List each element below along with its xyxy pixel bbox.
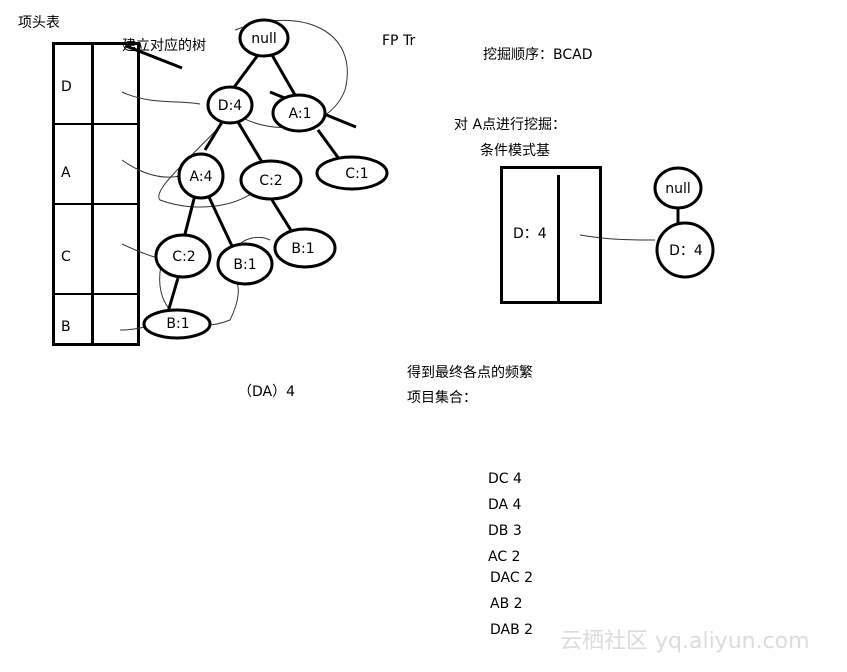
root-node-label: null bbox=[251, 31, 277, 47]
node-c2-left-label: C:2 bbox=[172, 249, 195, 265]
itemset-item: DA 4 bbox=[488, 497, 522, 513]
mine-a-note: 对 A点进行挖掘： bbox=[454, 117, 567, 133]
header-item-a: A bbox=[61, 165, 71, 181]
itemset-item: DB 3 bbox=[488, 523, 522, 539]
link-curve bbox=[158, 109, 266, 208]
node-labels: null D:4 A:1 A:4 C:2 C:1 C:2 B:1 B:1 B:1… bbox=[166, 31, 703, 332]
itemset-item: DC 4 bbox=[488, 471, 522, 487]
strike-line bbox=[125, 44, 183, 70]
cond-tree-node-label: D：4 bbox=[669, 243, 703, 259]
link-curve bbox=[229, 19, 348, 128]
fp-tree-title: FP Tr bbox=[382, 33, 416, 49]
header-item-c: C bbox=[61, 249, 71, 265]
node-d4 bbox=[206, 85, 254, 125]
node-a1 bbox=[271, 93, 327, 133]
itemset-item: AC 2 bbox=[488, 549, 521, 565]
node-b1-bottom-label: B:1 bbox=[166, 316, 189, 332]
node-c2-right bbox=[239, 159, 303, 201]
header-table-row-line bbox=[55, 203, 137, 205]
cond-base-title: 条件模式基 bbox=[480, 143, 550, 159]
header-table: D A C B bbox=[52, 42, 140, 346]
node-c2-right-label: C:2 bbox=[259, 173, 282, 189]
node-b1-right-label: B:1 bbox=[291, 241, 314, 257]
node-b1-bottom bbox=[142, 308, 212, 340]
node-d4-label: D:4 bbox=[218, 98, 242, 114]
header-table-divider bbox=[91, 45, 94, 343]
itemset-item: DAB 2 bbox=[490, 622, 534, 638]
header-table-title: 项头表 bbox=[18, 15, 60, 31]
itemset-item: AB 2 bbox=[490, 596, 523, 612]
da-result: （DA）4 bbox=[238, 384, 296, 400]
cond-tree-node bbox=[655, 221, 715, 279]
node-b1-right bbox=[273, 227, 337, 269]
edge bbox=[206, 194, 234, 247]
arrow-a bbox=[121, 159, 181, 178]
edge bbox=[166, 277, 180, 313]
cond-tree-root bbox=[653, 166, 703, 210]
final-line-1: 得到最终各点的频繁 bbox=[407, 365, 533, 381]
cond-base-box: D：4 bbox=[500, 166, 602, 304]
edge bbox=[270, 54, 297, 96]
build-tree-note: 建立对应的树 bbox=[122, 38, 206, 54]
arrow-cond bbox=[579, 234, 656, 241]
header-item-b: B bbox=[61, 319, 71, 335]
itemset-item: DAC 2 bbox=[490, 570, 533, 586]
cond-tree-root-label: null bbox=[665, 181, 691, 197]
edge bbox=[183, 194, 197, 235]
final-line-2: 项目集合： bbox=[407, 390, 477, 406]
edge bbox=[203, 121, 224, 151]
edge bbox=[270, 199, 294, 233]
header-table-row-line bbox=[55, 123, 137, 125]
watermark: 云栖社区 yq.aliyun.com bbox=[560, 629, 810, 654]
node-c2-left bbox=[154, 233, 212, 279]
cond-base-value: D：4 bbox=[513, 226, 547, 242]
node-a4-label: A:4 bbox=[190, 169, 213, 185]
mining-order: 挖掘顺序：BCAD bbox=[483, 47, 593, 63]
node-a4 bbox=[177, 152, 225, 200]
tree-nodes bbox=[142, 18, 715, 340]
arrow-c bbox=[121, 243, 159, 259]
node-c1 bbox=[315, 155, 389, 191]
node-b1-mid bbox=[216, 242, 274, 286]
node-c1-label: C:1 bbox=[345, 166, 368, 182]
header-item-d: D bbox=[61, 79, 72, 95]
edge bbox=[230, 54, 260, 91]
arrow-d bbox=[121, 91, 201, 105]
edge bbox=[236, 121, 264, 163]
root-node bbox=[238, 18, 290, 58]
node-b1-mid-label: B:1 bbox=[233, 257, 256, 273]
header-table-row-line bbox=[55, 293, 137, 295]
cond-base-divider bbox=[557, 175, 560, 303]
node-a1-label: A:1 bbox=[289, 106, 312, 122]
